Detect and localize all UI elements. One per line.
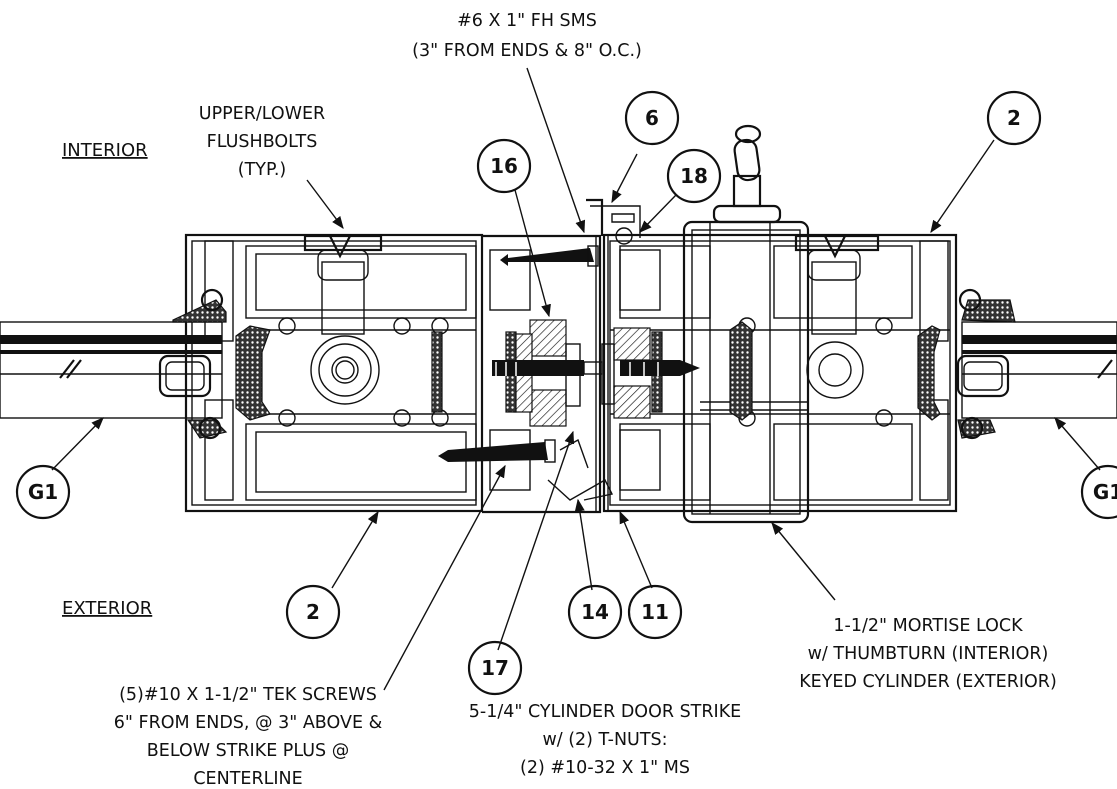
note-tek-screws: (5)#10 X 1-1/2" TEK SCREWS 6" FROM ENDS,… [114, 685, 383, 789]
bubble-g1-left: G1 [15, 464, 71, 520]
svg-text:16: 16 [490, 154, 518, 178]
left-gasket-top [172, 299, 227, 323]
bubble-2-top: 2 [986, 90, 1042, 146]
right-gasket-inner [917, 325, 941, 421]
svg-text:(2) #10-32 X 1" MS: (2) #10-32 X 1" MS [520, 758, 690, 778]
svg-text:1-1/2" MORTISE LOCK: 1-1/2" MORTISE LOCK [833, 616, 1023, 636]
svg-text:G1: G1 [1093, 480, 1117, 504]
bubble-g1-right: G1 [1080, 464, 1117, 520]
note-mortise-lock: 1-1/2" MORTISE LOCK w/ THUMBTURN (INTERI… [799, 616, 1057, 692]
svg-text:BELOW STRIKE PLUS @: BELOW STRIKE PLUS @ [147, 741, 349, 761]
bubble-16: 16 [476, 138, 532, 194]
svg-text:17: 17 [481, 656, 509, 680]
glass-left [0, 321, 223, 419]
left-stile-frame [158, 233, 484, 513]
svg-text:w/ (2) T-NUTS:: w/ (2) T-NUTS: [542, 730, 667, 750]
bubble-6: 6 [624, 90, 680, 146]
note-fh-sms: #6 X 1" FH SMS (3" FROM ENDS & 8" O.C.) [412, 11, 642, 61]
svg-text:6" FROM ENDS, @ 3" ABOVE &: 6" FROM ENDS, @ 3" ABOVE & [114, 713, 383, 733]
bubble-14: 14 [567, 584, 623, 640]
bubble-18: 18 [666, 148, 722, 204]
svg-text:UPPER/LOWER: UPPER/LOWER [199, 104, 325, 124]
svg-text:18: 18 [680, 164, 708, 188]
right-stile-frame [602, 233, 1010, 513]
note-flushbolts: UPPER/LOWER FLUSHBOLTS (TYP.) [199, 104, 325, 180]
lock-side-gasket [729, 321, 753, 421]
svg-text:(5)#10 X 1-1/2" TEK SCREWS: (5)#10 X 1-1/2" TEK SCREWS [119, 685, 377, 705]
svg-text:(TYP.): (TYP.) [238, 160, 286, 180]
svg-text:FLUSHBOLTS: FLUSHBOLTS [207, 132, 318, 152]
bubble-2-bottom: 2 [285, 584, 341, 640]
sms-screw [500, 245, 599, 267]
left-gasket-inner [235, 325, 271, 421]
horizontal-screws [492, 360, 700, 376]
exterior-label: EXTERIOR [62, 598, 152, 619]
svg-text:G1: G1 [28, 480, 58, 504]
svg-text:2: 2 [1007, 106, 1021, 130]
svg-text:CENTERLINE: CENTERLINE [193, 769, 302, 789]
svg-text:11: 11 [641, 600, 669, 624]
strike-block-1 [529, 319, 567, 357]
note-strike: 5-1/4" CYLINDER DOOR STRIKE w/ (2) T-NUT… [469, 702, 741, 778]
bubble-17: 17 [467, 640, 523, 696]
interior-label: INTERIOR [62, 140, 148, 161]
svg-text:#6 X 1" FH SMS: #6 X 1" FH SMS [457, 11, 597, 31]
svg-text:5-1/4" CYLINDER DOOR STRIKE: 5-1/4" CYLINDER DOOR STRIKE [469, 702, 741, 722]
svg-text:KEYED CYLINDER (EXTERIOR): KEYED CYLINDER (EXTERIOR) [799, 672, 1057, 692]
svg-text:2: 2 [306, 600, 320, 624]
svg-text:6: 6 [645, 106, 659, 130]
keeper-block-1 [613, 327, 651, 361]
svg-text:14: 14 [581, 600, 609, 624]
svg-text:(3" FROM ENDS & 8" O.C.): (3" FROM ENDS & 8" O.C.) [412, 41, 642, 61]
leader-lines [51, 67, 1101, 691]
right-gasket-top [961, 299, 1016, 323]
glass-right [961, 321, 1117, 419]
left-flushbolt [303, 234, 383, 405]
gasket-upright-1 [431, 331, 443, 413]
bubble-11: 11 [627, 584, 683, 640]
strike-block-2 [529, 389, 567, 427]
svg-text:w/ THUMBTURN (INTERIOR): w/ THUMBTURN (INTERIOR) [808, 644, 1049, 664]
right-flushbolt [794, 234, 880, 399]
keeper-block-2 [613, 385, 651, 419]
tek-screw [438, 439, 556, 463]
